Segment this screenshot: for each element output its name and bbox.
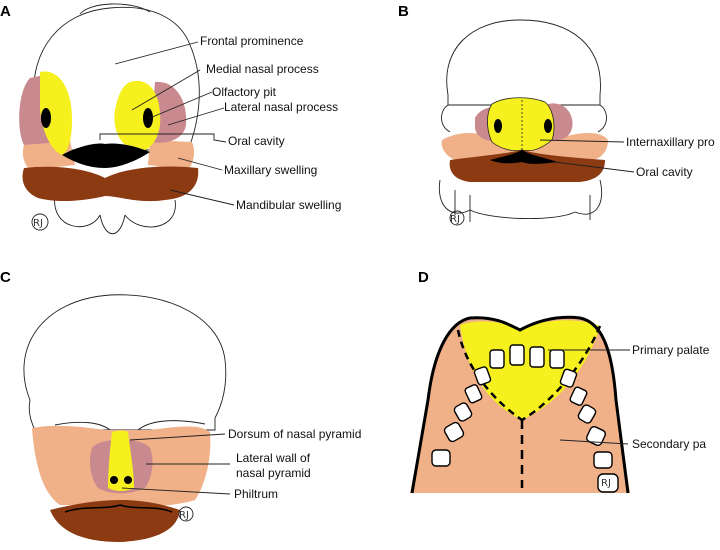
- panel-c-head-outline: [23, 294, 227, 431]
- tooth: [559, 368, 578, 388]
- tooth: [453, 402, 473, 422]
- panel-c: C Dorsum of nasal pyramid Lateral wall o…: [0, 269, 361, 542]
- tooth: [443, 421, 465, 443]
- panel-b-mandibular: [449, 150, 605, 182]
- panel-a-leaders: [99, 41, 235, 206]
- tooth: [431, 449, 451, 467]
- panel-a-medial-left: [40, 71, 72, 155]
- panel-b-signature-mark: RJ: [449, 210, 465, 226]
- label-oral-cavity-a: Oral cavity: [228, 134, 285, 148]
- panel-a-neck: [54, 194, 176, 234]
- tooth: [464, 384, 483, 404]
- tooth: [549, 349, 565, 369]
- panel-a-oral-cavity: [62, 143, 150, 168]
- label-olfactory-pit: Olfactory pit: [212, 85, 277, 99]
- panel-b: B Internaxillary pro Oral cavity RJ: [398, 3, 715, 226]
- panel-c-dorsum: [108, 430, 134, 491]
- tooth: [473, 366, 492, 386]
- panel-a-head-bump: [79, 3, 151, 15]
- tooth: [529, 346, 545, 368]
- panel-b-nostril-right: [544, 119, 552, 133]
- panel-b-letter: B: [398, 3, 409, 20]
- tooth: [585, 425, 607, 447]
- label-internaxillary-process: Internaxillary pro: [626, 135, 715, 149]
- panel-a-signature: RJ: [33, 218, 43, 229]
- panel-d-signature-mark: RJ: [601, 478, 611, 489]
- panel-a-olfactory-pit-left: [41, 108, 51, 128]
- panel-b-signature: RJ: [450, 214, 460, 225]
- label-oral-cavity-b: Oral cavity: [636, 165, 693, 179]
- panel-b-neck: [438, 104, 607, 220]
- label-lateral-nasal-process: Lateral nasal process: [224, 100, 338, 114]
- panel-c-mandibular: [50, 500, 180, 542]
- panel-d-outline: [410, 315, 630, 494]
- tooth: [489, 349, 505, 369]
- panel-d: D Primary palate Secondary: [410, 269, 710, 494]
- label-frontal-prominence: Frontal prominence: [200, 34, 304, 48]
- panel-c-leader-dorsum: [129, 433, 226, 441]
- tooth: [593, 451, 613, 469]
- tooth: [569, 386, 588, 406]
- label-lateral-wall-line1: Lateral wall of: [236, 451, 311, 465]
- panel-c-lip-line: [64, 504, 173, 513]
- tooth: [577, 404, 597, 424]
- panel-b-neck-lines: [454, 190, 591, 222]
- panel-b-leader-internaxillary: [539, 139, 625, 143]
- label-philtrum: Philtrum: [234, 487, 278, 501]
- panel-b-internaxillary: [487, 97, 555, 152]
- label-dorsum-nasal-pyramid: Dorsum of nasal pyramid: [228, 427, 361, 441]
- tooth: [597, 473, 619, 493]
- label-medial-nasal-process: Medial nasal process: [206, 62, 319, 76]
- panel-c-letter: C: [0, 269, 11, 286]
- panel-a-mandibular: [22, 166, 199, 202]
- panel-c-ear-lines: [54, 420, 206, 431]
- label-primary-palate: Primary palate: [632, 343, 710, 357]
- panel-d-letter: D: [418, 269, 429, 286]
- label-mandibular-swelling: Mandibular swelling: [236, 198, 341, 212]
- label-maxillary-swelling: Maxillary swelling: [224, 163, 317, 177]
- panel-d-leader-secondary: [559, 439, 629, 445]
- panel-a: A Frontal prominen: [0, 3, 341, 234]
- panel-d-suture-left: [456, 329, 523, 422]
- panel-b-leader-oral: [554, 161, 635, 173]
- label-secondary-palate: Secondary pa: [632, 437, 706, 451]
- tooth: [509, 344, 525, 366]
- panel-b-head-outline: [446, 19, 601, 106]
- label-lateral-wall-line2: nasal pyramid: [236, 466, 311, 480]
- panel-c-signature-mark: RJ: [178, 506, 194, 522]
- panel-c-signature: RJ: [179, 510, 189, 521]
- panel-c-leader-philtrum: [121, 487, 231, 495]
- panel-d-primary-palate: [460, 320, 600, 420]
- panel-d-teeth: [431, 344, 619, 493]
- panel-a-maxillary-right: [148, 140, 195, 170]
- panel-c-nostril-right: [124, 476, 132, 484]
- panel-a-letter: A: [0, 3, 11, 20]
- panel-b-nostril-left: [494, 119, 502, 133]
- panel-c-nostril-left: [110, 476, 118, 484]
- panel-b-oral-cavity: [490, 150, 558, 164]
- panel-a-olfactory-pit-right: [143, 108, 153, 128]
- panel-d-signature: RJ: [601, 478, 611, 489]
- panel-a-signature-mark: RJ: [31, 213, 49, 231]
